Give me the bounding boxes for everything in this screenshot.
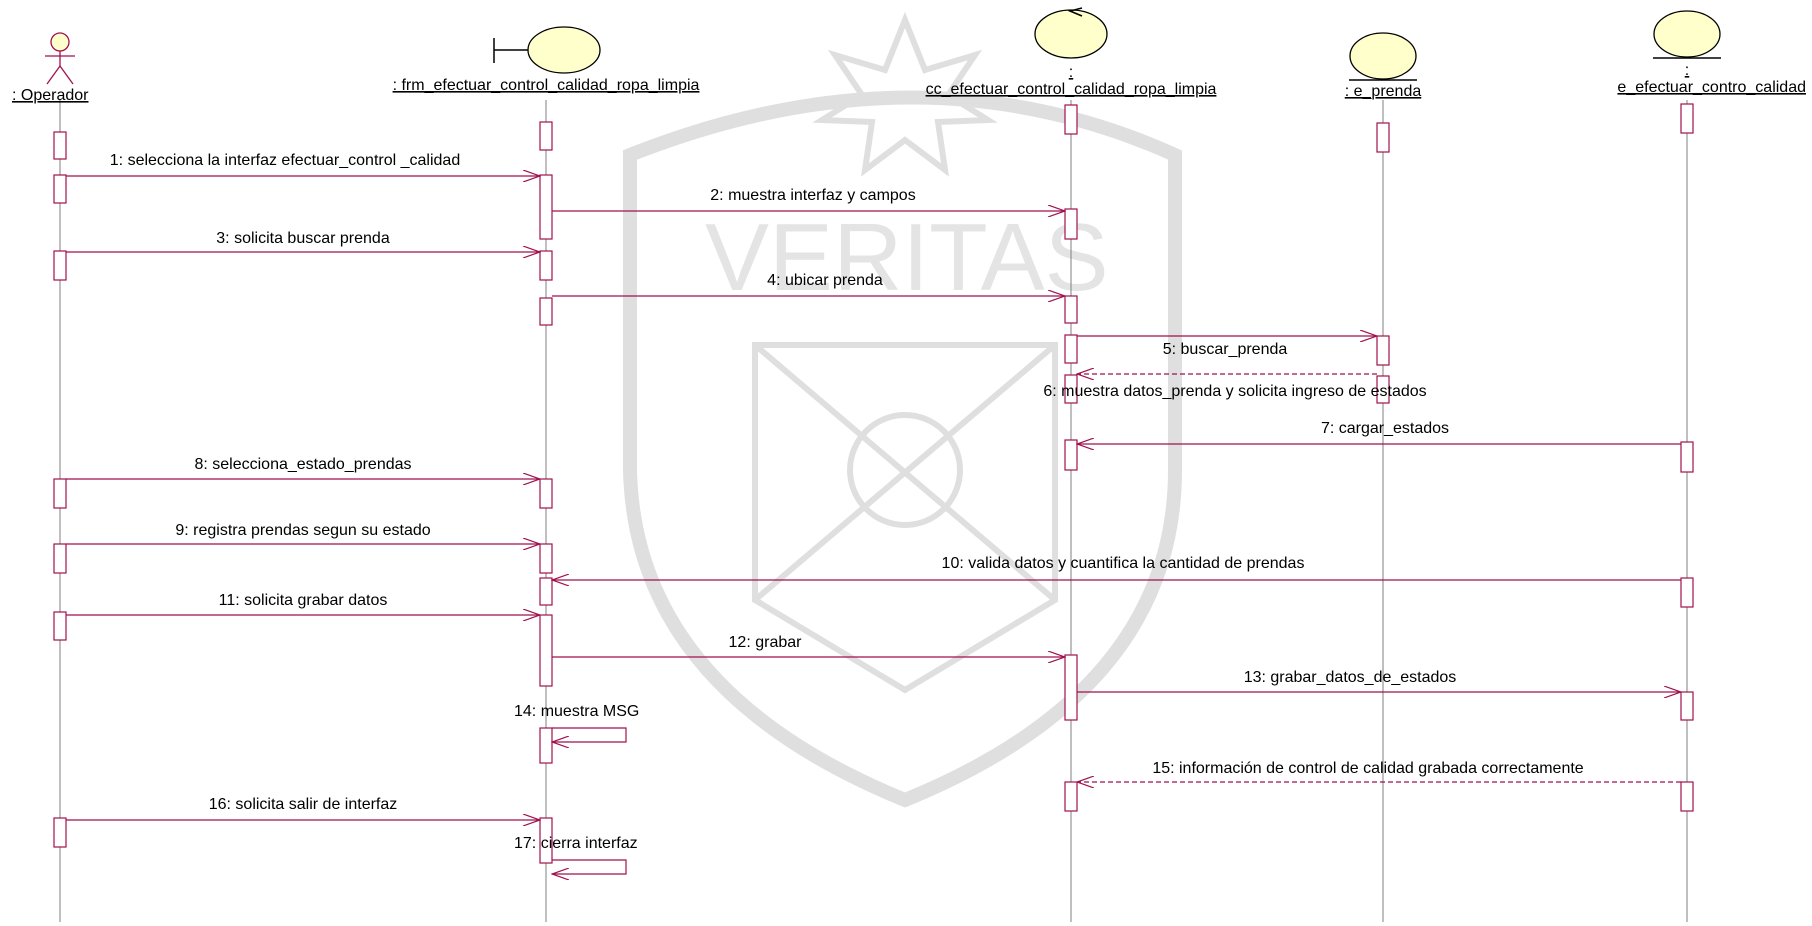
activation-bar	[539, 297, 553, 326]
message-4: 4: ubicar prenda	[552, 272, 1065, 296]
entity-icon	[1653, 10, 1721, 58]
message-label: 12: grabar	[729, 634, 803, 651]
activation-bar	[53, 174, 67, 204]
message-8: 8: selecciona_estado_prendas	[66, 456, 540, 479]
activation-bar	[1064, 104, 1078, 135]
message-10: 10: valida datos y cuantifica la cantida…	[552, 555, 1681, 580]
message-label: 9: registra prendas segun su estado	[175, 522, 430, 539]
message-9: 9: registra prendas segun su estado	[66, 522, 540, 544]
message-3: 3: solicita buscar prenda	[66, 230, 540, 252]
participant-cc-efectuar-control-calidad-ropa-limpia: :cc_efectuar_control_calidad_ropa_limpia	[926, 7, 1217, 98]
message-label: 13: grabar_datos_de_estados	[1244, 669, 1457, 686]
participant-frm-efectuar-control-calidad-ropa-limpia: : frm_efectuar_control_calidad_ropa_limp…	[393, 26, 700, 94]
message-2: 2: muestra interfaz y campos	[552, 187, 1065, 211]
watermark-text-top: VERITAS	[705, 204, 1109, 311]
message-6: 6: muestra datos_prenda y solicita ingre…	[1043, 374, 1427, 400]
activation-bar	[53, 131, 67, 160]
participant-name: : Operador	[12, 87, 89, 104]
activation-bar	[539, 614, 553, 687]
activation-bar	[539, 478, 553, 509]
activation-bar	[53, 611, 67, 641]
participant-prefix: :	[1685, 62, 1689, 79]
message-label: 5: buscar_prenda	[1163, 341, 1288, 358]
message-label: 10: valida datos y cuantifica la cantida…	[942, 555, 1305, 572]
activation-bar	[539, 817, 553, 864]
activation-bar	[53, 478, 67, 509]
activation-bar	[1064, 654, 1078, 721]
message-17: 17: cierra interfaz	[514, 835, 638, 874]
participant-e-prenda: : e_prenda	[1345, 32, 1422, 100]
message-7: 7: cargar_estados	[1077, 420, 1681, 444]
activation-bar	[1680, 441, 1694, 473]
message-label: 6: muestra datos_prenda y solicita ingre…	[1043, 383, 1426, 400]
message-5: 5: buscar_prenda	[1077, 336, 1377, 358]
participant-operador: : Operador	[12, 32, 89, 104]
activation-bar	[1680, 577, 1694, 608]
entity-icon	[1349, 32, 1417, 80]
activation-bar	[1064, 334, 1078, 364]
message-15: 15: información de control de calidad gr…	[1077, 760, 1681, 782]
activation-bar	[53, 250, 67, 281]
activation-bar	[1376, 375, 1390, 404]
activation-bar	[1064, 781, 1078, 812]
activation-bar	[1064, 295, 1078, 324]
message-13: 13: grabar_datos_de_estados	[1077, 669, 1681, 692]
message-arrow	[552, 727, 627, 742]
activation-bar	[539, 577, 553, 606]
message-label: 1: selecciona la interfaz efectuar_contr…	[110, 152, 460, 169]
participant-name: cc_efectuar_control_calidad_ropa_limpia	[926, 81, 1217, 98]
participant-name: : frm_efectuar_control_calidad_ropa_limp…	[393, 77, 700, 94]
participant-e-efectuar-contro-calidad: :e_efectuar_contro_calidad	[1617, 10, 1806, 96]
message-12: 12: grabar	[552, 634, 1065, 657]
message-label: 3: solicita buscar prenda	[216, 230, 390, 247]
actor-icon	[50, 32, 70, 52]
activation-bar	[539, 174, 553, 240]
activation-bar	[539, 543, 553, 574]
activation-bar	[1680, 103, 1694, 134]
participant-prefix: :	[1069, 64, 1073, 81]
activation-bar	[1064, 374, 1078, 404]
message-label: 16: solicita salir de interfaz	[209, 796, 398, 813]
participant-headers: : Operador : frm_efectuar_control_calidad…	[12, 7, 1806, 104]
participant-name: : e_prenda	[1345, 83, 1422, 100]
activation-bar	[1064, 439, 1078, 471]
control-icon	[1034, 9, 1108, 59]
message-label: 8: selecciona_estado_prendas	[194, 456, 411, 473]
message-label: 4: ubicar prenda	[767, 272, 883, 289]
message-11: 11: solicita grabar datos	[66, 592, 540, 615]
message-label: 15: información de control de calidad gr…	[1152, 760, 1583, 777]
message-label: 11: solicita grabar datos	[219, 592, 388, 609]
activation-bar	[1680, 781, 1694, 812]
message-16: 16: solicita salir de interfaz	[66, 796, 540, 820]
message-1: 1: selecciona la interfaz efectuar_contr…	[66, 152, 540, 176]
activation-bar	[1064, 208, 1078, 240]
activation-bar	[53, 817, 67, 848]
activation-bars	[53, 103, 1694, 864]
participant-name: e_efectuar_contro_calidad	[1617, 79, 1806, 96]
activation-bar	[539, 121, 553, 151]
message-arrow	[552, 859, 627, 874]
message-label: 2: muestra interfaz y campos	[710, 187, 915, 204]
activation-bar	[1680, 691, 1694, 721]
message-label: 7: cargar_estados	[1321, 420, 1449, 437]
activation-bar	[539, 250, 553, 281]
message-14: 14: muestra MSG	[514, 703, 639, 742]
activation-bar	[539, 727, 553, 764]
message-label: 14: muestra MSG	[514, 703, 639, 720]
watermark-crest: VERITAS	[623, 11, 1182, 808]
message-label: 17: cierra interfaz	[514, 835, 638, 852]
activation-bar	[53, 543, 67, 574]
messages: 1: selecciona la interfaz efectuar_contr…	[66, 152, 1681, 874]
activation-bar	[1376, 335, 1390, 366]
activation-bar	[1376, 122, 1390, 153]
